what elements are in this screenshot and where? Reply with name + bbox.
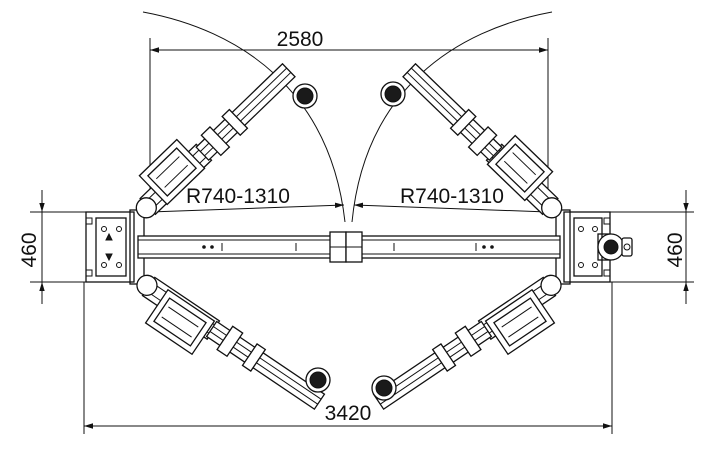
pad-box-top-right [486,134,554,202]
dimension-top-width-label: 2580 [277,28,324,51]
pad-box-bottom-left [144,288,216,356]
dimension-radius-right-label: R740-1310 [400,185,504,208]
dimension-bottom-width-label: 3420 [325,402,372,425]
dimension-left-height: 460 [18,190,90,304]
pad-box-bottom-right [484,288,556,356]
dimension-right-height-label: 460 [664,232,687,267]
dimension-right-height: 460 [610,190,694,304]
pad-box-top-left [138,138,206,206]
arm-bottom-right [371,274,562,411]
left-column-base [85,209,145,285]
dimension-radius-left: R740-1310 [149,185,345,213]
motor-unit [597,233,633,261]
crossbeam [137,231,561,263]
dimension-radius-right: R740-1310 [353,185,549,213]
arm-bottom-left [136,274,331,411]
dimension-radius-left-label: R740-1310 [186,185,290,208]
dimension-bottom-width: 3420 [83,282,613,434]
dimension-left-height-label: 460 [18,232,41,267]
